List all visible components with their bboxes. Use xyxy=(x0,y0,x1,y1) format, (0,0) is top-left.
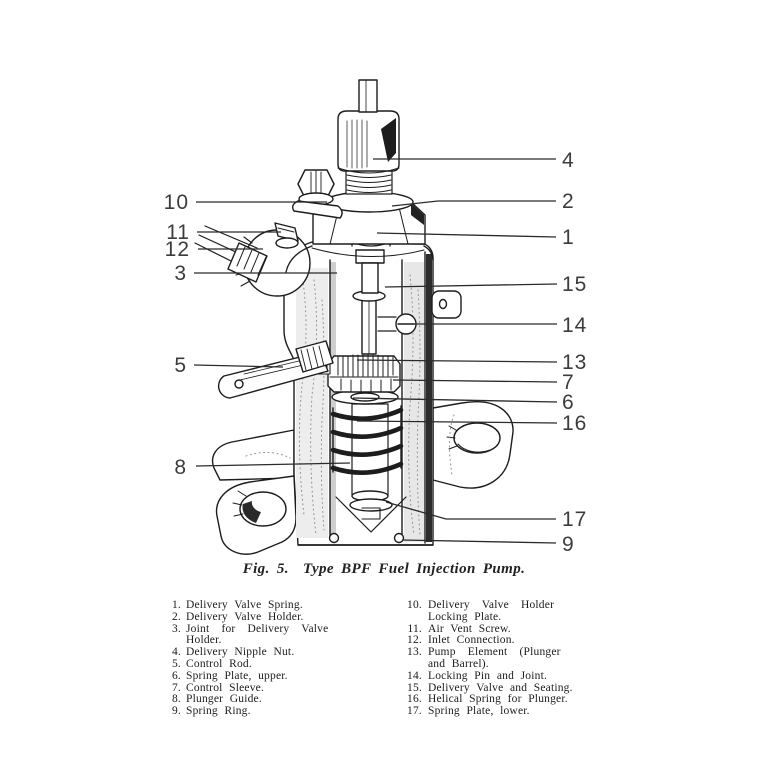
callout-number-8: 8 xyxy=(174,456,187,479)
part-number: 3. xyxy=(171,622,181,635)
callout-number-4: 4 xyxy=(562,149,575,172)
callout-number-7: 7 xyxy=(562,371,575,394)
callout-number-14: 14 xyxy=(562,314,587,337)
part-number: 7. xyxy=(171,681,181,694)
parts-list-item-7: 7. Control Sleeve. xyxy=(164,681,388,695)
part-label: Control Sleeve. xyxy=(186,681,265,694)
part-number: 2. xyxy=(171,610,181,623)
part-label: Plunger Guide. xyxy=(186,693,262,706)
part-number: 14. xyxy=(407,669,422,682)
pump-cutaway-illustration: 10 11 12 3 5 8 4 2 1 15 14 13 7 6 16 17 … xyxy=(164,79,587,556)
callout-number-13: 13 xyxy=(562,351,587,374)
parts-list-item-13: 13. Pump Element (Plunger and Barrel). xyxy=(398,646,626,671)
parts-list-item-16: 16. Helical Spring for Plunger. xyxy=(398,694,626,706)
parts-list-item-5: 5. Control Rod. xyxy=(164,657,388,671)
part-label: Pump Element (Plunger xyxy=(428,646,561,659)
callout-number-9: 9 xyxy=(562,533,575,556)
part-label: Joint for Delivery Valve xyxy=(186,622,329,635)
part-number: 16. xyxy=(407,693,422,706)
parts-list-item-2: 2. Delivery Valve Holder. xyxy=(164,610,388,624)
part-label: Inlet Connection. xyxy=(428,634,515,647)
part-label: Delivery Valve Spring. xyxy=(186,599,303,611)
figure-caption-label: Fig. 5. xyxy=(242,561,289,577)
part-label: Spring Plate, lower. xyxy=(428,705,530,718)
part-number: 4. xyxy=(171,646,181,659)
leader-lines xyxy=(193,158,558,544)
callout-number-3: 3 xyxy=(174,262,187,285)
part-number: 12. xyxy=(407,634,422,647)
parts-list-right-column: 10. Delivery Valve Holder Locking Plate.… xyxy=(398,599,626,718)
parts-list-left-column: 1. Delivery Valve Spring. 2. Delivery Va… xyxy=(164,599,388,718)
callout-number-15: 15 xyxy=(562,273,587,296)
part-label: Locking Pin and Joint. xyxy=(428,669,548,682)
callout-number-1: 1 xyxy=(562,226,575,249)
figure-caption: Fig. 5. Type BPF Fuel Injection Pump. xyxy=(0,560,768,578)
part-number: 10. xyxy=(407,599,422,611)
part-label: Delivery Valve Holder xyxy=(428,599,555,611)
callout-number-17: 17 xyxy=(562,508,587,531)
part-number: 17. xyxy=(407,705,422,718)
parts-list-item-10: 10. Delivery Valve Holder Locking Plate. xyxy=(398,599,626,624)
pump-drawing xyxy=(194,79,514,555)
parts-list-item-4: 4. Delivery Nipple Nut. xyxy=(164,646,388,659)
callout-number-10: 10 xyxy=(164,191,189,214)
part-label-continued: Locking Plate. xyxy=(428,610,502,623)
part-number: 1. xyxy=(171,599,181,611)
part-number: 13. xyxy=(407,646,422,659)
part-number: 8. xyxy=(171,693,181,706)
part-label: Air Vent Screw. xyxy=(428,622,511,635)
callout-numbers: 10 11 12 3 5 8 4 2 1 15 14 13 7 6 16 17 … xyxy=(164,149,587,556)
part-number: 15. xyxy=(407,681,422,694)
parts-list-item-11: 11. Air Vent Screw. xyxy=(398,622,626,636)
callout-number-11: 11 xyxy=(166,221,190,244)
parts-list-item-12: 12. Inlet Connection. xyxy=(398,635,626,647)
parts-list-item-9: 9. Spring Ring. xyxy=(164,705,388,718)
part-label: Control Rod. xyxy=(186,657,252,670)
figure-caption-title: Type BPF Fuel Injection Pump. xyxy=(302,561,526,577)
parts-list-item-1: 1. Delivery Valve Spring. xyxy=(164,599,388,612)
parts-list-item-8: 8. Plunger Guide. xyxy=(164,694,388,706)
part-number: 5. xyxy=(171,657,181,670)
part-number: 6. xyxy=(171,669,181,682)
callout-number-12: 12 xyxy=(165,238,190,261)
part-label: Delivery Nipple Nut. xyxy=(186,646,295,659)
part-label: Helical Spring for Plunger. xyxy=(428,693,568,706)
part-label-continued: Holder. xyxy=(186,634,222,647)
part-label: Spring Ring. xyxy=(186,705,251,718)
callout-number-5: 5 xyxy=(174,354,187,377)
parts-list-item-14: 14. Locking Pin and Joint. xyxy=(398,669,626,683)
callout-number-2: 2 xyxy=(562,190,575,213)
part-label: Delivery Valve and Seating. xyxy=(428,681,573,694)
part-number: 11. xyxy=(407,622,422,635)
callout-number-16: 16 xyxy=(562,412,587,435)
parts-list-item-15: 15. Delivery Valve and Seating. xyxy=(398,681,626,695)
parts-list-item-17: 17. Spring Plate, lower. xyxy=(398,705,626,718)
parts-list-item-6: 6. Spring Plate, upper. xyxy=(164,669,388,683)
part-label: Delivery Valve Holder. xyxy=(186,610,304,623)
callout-number-6: 6 xyxy=(562,391,575,414)
part-label: Spring Plate, upper. xyxy=(186,669,288,682)
part-number: 9. xyxy=(171,705,181,718)
part-label-continued: and Barrel). xyxy=(428,657,489,670)
parts-list-item-3: 3. Joint for Delivery Valve Holder. xyxy=(164,622,388,648)
